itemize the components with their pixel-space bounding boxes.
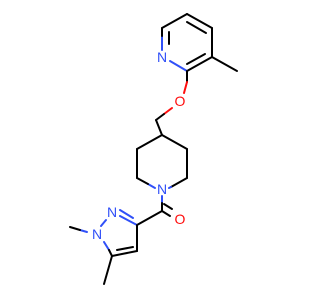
amide-group bbox=[136, 195, 173, 226]
bond-c2-n1 bbox=[169, 60, 188, 72]
atom-o-ether: O bbox=[175, 93, 186, 109]
pyrazole-ring bbox=[69, 209, 138, 285]
bond-n1-c5-black bbox=[108, 249, 113, 257]
ether-linkage bbox=[155, 70, 188, 136]
bond-pip-c2-n-blue bbox=[168, 186, 172, 189]
atom-n-pyridine: N bbox=[157, 49, 167, 65]
bond-pip-n-c6 bbox=[147, 183, 156, 189]
atom-n2-pyrazole: N bbox=[107, 204, 117, 220]
bond-carbonyl-pyrazole bbox=[136, 210, 163, 226]
bond-c5-c4 bbox=[111, 250, 138, 257]
bond-c3-methyl bbox=[211, 56, 238, 72]
bond-c2-o bbox=[183, 81, 188, 94]
bond-c3-c2 bbox=[186, 56, 213, 72]
bond-pip-c5-c4 bbox=[136, 134, 163, 150]
bond-c5-c4 bbox=[186, 13, 213, 29]
bond-carbonyl-o-double bbox=[163, 203, 173, 210]
molecule-structure: N O N O N N bbox=[69, 13, 238, 285]
bond-pip-c2-n bbox=[170, 177, 188, 188]
bond-c5-methyl bbox=[103, 255, 113, 285]
bond-n1-methyl bbox=[69, 226, 81, 231]
piperidine-ring bbox=[136, 134, 188, 189]
bond-ch2-piperidine bbox=[155, 119, 163, 136]
bond-c5-c4-double bbox=[116, 246, 134, 251]
bond-carbonyl-o bbox=[161, 210, 171, 217]
bond-pip-c4-c3 bbox=[161, 134, 188, 150]
bond-ch2-c4pip bbox=[155, 113, 165, 121]
atom-o-carbonyl: O bbox=[175, 211, 186, 227]
bond-pip-n-c6-black bbox=[136, 177, 149, 185]
bond-n1-methyl-blue bbox=[79, 229, 88, 233]
bond-c6-c5 bbox=[161, 13, 188, 29]
bond-c5-c4-double bbox=[186, 21, 207, 34]
atom-labels: N O N O N N bbox=[92, 49, 186, 242]
bond-c3-c2-double bbox=[186, 53, 206, 65]
bond-n2-n1 bbox=[100, 219, 107, 227]
bond-o-ch2 bbox=[163, 107, 173, 115]
bond-n1-c5 bbox=[103, 241, 110, 251]
pyridine-ring bbox=[161, 13, 238, 72]
bond-c3-n2 bbox=[119, 215, 138, 226]
atom-n1-pyrazole: N bbox=[92, 226, 102, 242]
atom-n-piperidine: N bbox=[157, 181, 167, 197]
bond-c3-n2-double bbox=[119, 209, 134, 219]
